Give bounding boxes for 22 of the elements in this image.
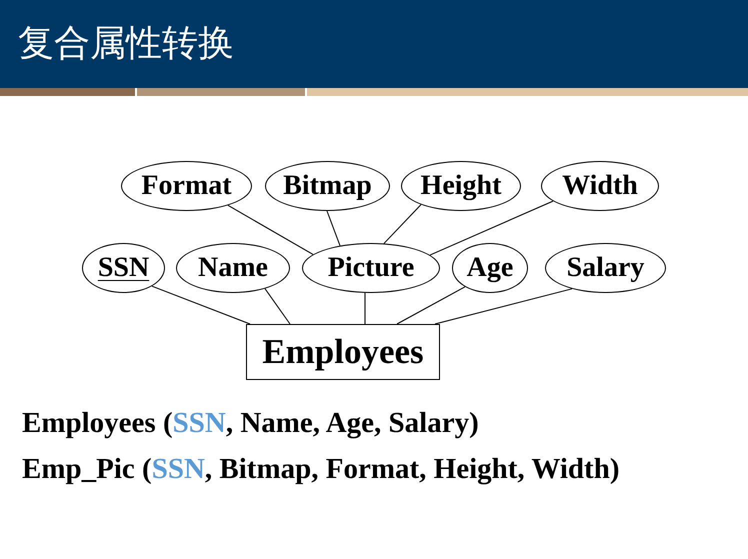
attribute-ellipse: Width bbox=[541, 161, 659, 211]
attribute-ellipse: Salary bbox=[545, 243, 666, 293]
connector-line bbox=[364, 292, 366, 324]
attribute-ellipse: Format bbox=[121, 161, 252, 211]
relation-schema: Employees (SSN, Name, Age, Salary) bbox=[22, 407, 479, 440]
connector-line bbox=[430, 200, 554, 256]
connector-line bbox=[264, 288, 290, 324]
attribute-ellipse: Bitmap bbox=[265, 161, 390, 211]
connector-line bbox=[396, 286, 466, 324]
connector-line bbox=[384, 204, 422, 244]
attribute-ellipse: Age bbox=[452, 243, 528, 293]
connector-line bbox=[434, 288, 572, 324]
entity-box: Employees bbox=[246, 324, 440, 380]
relation-schema: Emp_Pic (SSN, Bitmap, Format, Height, Width) bbox=[22, 453, 620, 486]
attribute-ellipse: Name bbox=[176, 243, 290, 293]
connector-line bbox=[326, 210, 340, 246]
connector-line bbox=[228, 204, 314, 255]
attribute-ellipse: Picture bbox=[302, 243, 440, 293]
connector-line bbox=[152, 286, 250, 324]
attribute-ellipse: Height bbox=[401, 161, 521, 211]
slide-title: 复合属性转换 bbox=[18, 22, 234, 66]
attribute-ellipse: SSN bbox=[82, 243, 165, 293]
